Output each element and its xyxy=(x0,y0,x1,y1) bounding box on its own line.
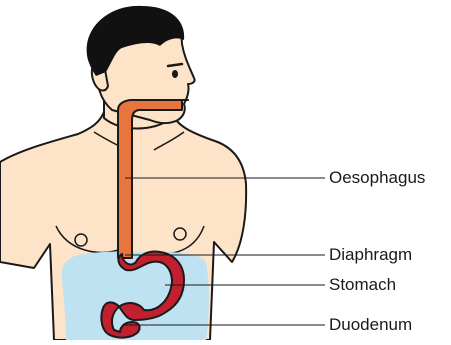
eye xyxy=(172,70,178,78)
label-stomach: Stomach xyxy=(329,275,396,295)
label-duodenum: Duodenum xyxy=(329,315,412,335)
label-diaphragm: Diaphragm xyxy=(329,245,412,265)
label-oesophagus: Oesophagus xyxy=(329,168,425,188)
nipple-right xyxy=(174,228,186,240)
nipple-left xyxy=(75,234,87,246)
